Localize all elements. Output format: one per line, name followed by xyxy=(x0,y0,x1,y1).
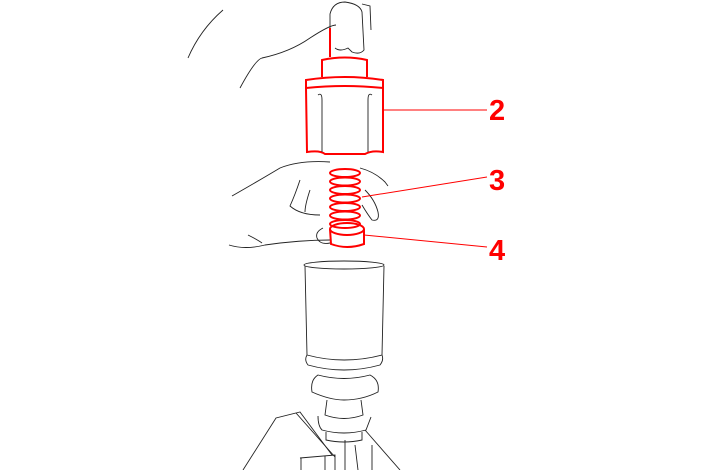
ring-part-4 xyxy=(329,222,365,248)
spring-coil xyxy=(329,210,361,221)
callout-label-2: 2 xyxy=(489,95,505,127)
spring-coil xyxy=(329,193,361,204)
spring-part-3 xyxy=(329,168,361,229)
vise-base xyxy=(242,411,401,470)
upper-hand xyxy=(187,1,372,89)
leader-line-3 xyxy=(361,176,488,198)
leader-line-4 xyxy=(363,234,488,248)
lower-hand xyxy=(228,161,389,248)
spring-coil xyxy=(329,185,361,195)
spring-coil xyxy=(329,176,361,187)
spring-coil xyxy=(329,219,361,229)
spring-coil xyxy=(329,202,361,212)
callout-label-4: 4 xyxy=(489,235,505,267)
lower-cup xyxy=(303,260,385,443)
callout-label-3: 3 xyxy=(489,165,505,197)
cap-part-2 xyxy=(305,28,384,155)
spring-coil xyxy=(329,168,361,178)
